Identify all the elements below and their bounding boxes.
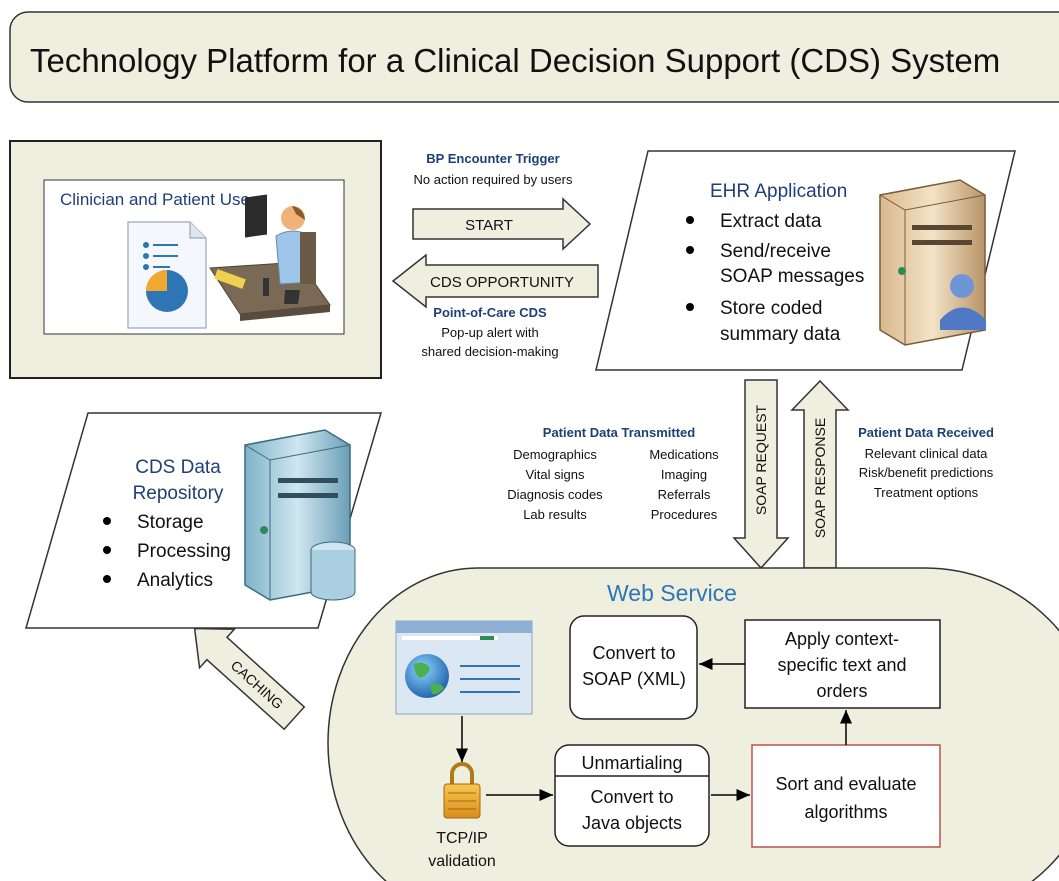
apply-context-box: [744, 619, 941, 709]
sort-line1: Sort and evaluate: [775, 774, 916, 794]
transmitted-item: Medications: [649, 447, 719, 462]
ehr-bullet-3b: summary data: [720, 324, 841, 345]
trigger-heading: BP Encounter Trigger: [426, 151, 559, 166]
ehr-bullet-3a: Store coded: [720, 298, 822, 319]
cds-opportunity-label: CDS OPPORTUNITY: [430, 274, 574, 291]
received-item: Risk/benefit predictions: [859, 465, 994, 480]
transmitted-item: Procedures: [651, 507, 718, 522]
transmitted-item: Referrals: [658, 487, 711, 502]
transmitted-item: Diagnosis codes: [507, 487, 603, 502]
transmitted-item: Lab results: [523, 507, 587, 522]
soap-response-arrow: SOAP RESPONSE: [790, 379, 850, 569]
java-line2: Java objects: [582, 813, 682, 833]
tcp-line2: validation: [428, 853, 496, 870]
transmitted-item: Demographics: [513, 447, 597, 462]
ehr-bullet-2b: SOAP messages: [720, 266, 864, 287]
ehr-server-icon: [879, 179, 986, 346]
received-heading: Patient Data Received: [858, 425, 994, 440]
soap-request-label: SOAP REQUEST: [753, 404, 769, 515]
unmarshal-label: Unmartialing: [581, 753, 682, 773]
document-chart-icon: [127, 221, 207, 329]
sort-line2: algorithms: [804, 802, 887, 822]
point-of-care-line1: Pop-up alert with: [441, 325, 539, 340]
repo-bullet-2: Processing: [137, 541, 231, 562]
browser-globe-icon: [395, 620, 533, 715]
repo-title-1: CDS Data: [135, 457, 221, 478]
convert-soap-line1: Convert to: [592, 643, 675, 663]
convert-soap-box: [569, 615, 698, 720]
clinician-label: Clinician and Patient Use: [60, 190, 250, 209]
page-title: Technology Platform for a Clinical Decis…: [30, 42, 1000, 79]
repository-server-icon: [244, 429, 356, 601]
received-item: Relevant clinical data: [865, 446, 989, 461]
web-service-title: Web Service: [607, 580, 737, 606]
point-of-care-heading: Point-of-Care CDS: [433, 305, 547, 320]
soap-response-label: SOAP RESPONSE: [812, 418, 828, 538]
ehr-bullet-2a: Send/receive: [720, 241, 831, 262]
point-of-care-line2: shared decision-making: [421, 344, 558, 359]
start-arrow-label: START: [465, 217, 513, 234]
received-item: Treatment options: [874, 485, 979, 500]
sort-evaluate-box: [751, 744, 941, 848]
lock-icon: [443, 762, 481, 819]
title-banner: Technology Platform for a Clinical Decis…: [9, 11, 1059, 103]
start-arrow: START: [412, 197, 592, 251]
tcp-line1: TCP/IP: [436, 830, 488, 847]
transmitted-col-2: Medications Imaging Referrals Procedures: [649, 447, 719, 522]
apply-line1: Apply context-: [785, 629, 899, 649]
apply-line3: orders: [816, 681, 867, 701]
clinician-panel: Clinician and Patient Use: [9, 140, 382, 379]
repo-title-2: Repository: [133, 483, 224, 504]
repo-bullet-3: Analytics: [137, 570, 213, 591]
clinician-desk-icon: [209, 194, 331, 321]
trigger-sub: No action required by users: [414, 172, 573, 187]
transmitted-item: Vital signs: [525, 467, 585, 482]
ehr-panel: EHR Application Extract data Send/receiv…: [595, 150, 1016, 371]
unmarshal-box: [554, 744, 710, 847]
transmitted-heading: Patient Data Transmitted: [543, 425, 695, 440]
ehr-bullet-1: Extract data: [720, 211, 822, 232]
cds-repository-panel: CDS Data Repository Storage Processing A…: [25, 412, 383, 629]
convert-soap-line2: SOAP (XML): [582, 669, 686, 689]
repo-bullet-1: Storage: [137, 512, 204, 533]
java-line1: Convert to: [590, 787, 673, 807]
transmitted-item: Imaging: [661, 467, 707, 482]
apply-line2: specific text and: [777, 655, 906, 675]
soap-request-arrow: SOAP REQUEST: [732, 379, 790, 570]
transmitted-col-1: Demographics Vital signs Diagnosis codes…: [507, 447, 603, 522]
ehr-title: EHR Application: [710, 181, 847, 202]
cds-opportunity-arrow: CDS OPPORTUNITY: [391, 253, 599, 309]
web-service-panel: Web Service Convert to SOAP (XML) Apply …: [327, 567, 1059, 881]
